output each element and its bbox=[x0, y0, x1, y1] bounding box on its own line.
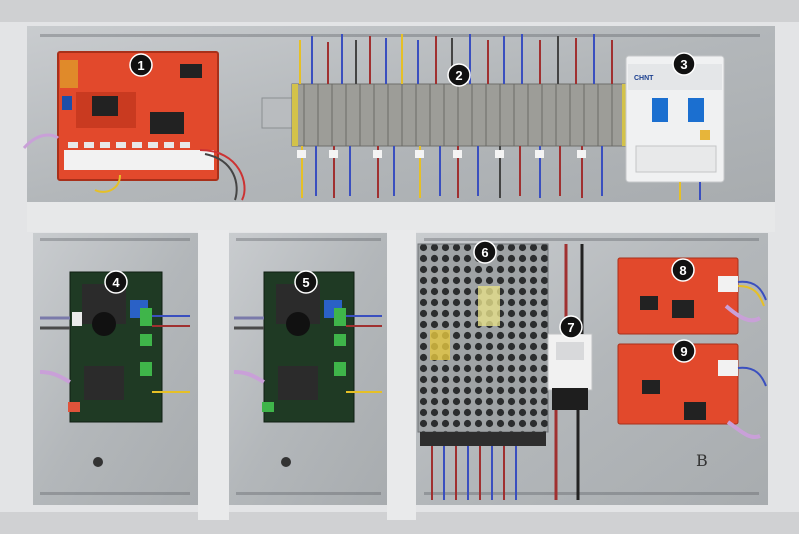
marker-4-label: 4 bbox=[112, 275, 120, 290]
marker-2: 2 bbox=[447, 63, 471, 87]
marker-6-label: 6 bbox=[481, 245, 488, 260]
marker-8-label: 8 bbox=[679, 263, 686, 278]
emi-filter bbox=[547, 244, 593, 500]
terminal-block-strip bbox=[291, 34, 633, 198]
marker-9: 9 bbox=[672, 339, 696, 363]
marker-5: 5 bbox=[294, 270, 318, 294]
marker-3-label: 3 bbox=[680, 57, 687, 72]
marker-4: 4 bbox=[104, 270, 128, 294]
marker-1-label: 1 bbox=[137, 58, 144, 73]
marker-3: 3 bbox=[672, 52, 696, 76]
motion-controller-board bbox=[22, 51, 246, 201]
marker-2-label: 2 bbox=[455, 68, 462, 83]
circuit-breaker: CHNT bbox=[625, 55, 725, 200]
switching-power-supply bbox=[417, 243, 549, 500]
handwritten-panel-mark: B bbox=[696, 451, 708, 470]
marker-5-label: 5 bbox=[302, 275, 309, 290]
stepper-driver-board-4 bbox=[39, 271, 190, 467]
marker-7-label: 7 bbox=[567, 320, 574, 335]
marker-6: 6 bbox=[473, 240, 497, 264]
marker-8: 8 bbox=[671, 258, 695, 282]
breaker-brand-label: CHNT bbox=[634, 75, 654, 82]
marker-9-label: 9 bbox=[680, 344, 687, 359]
marker-1: 1 bbox=[129, 53, 153, 77]
encoder-interface-board-8 bbox=[617, 257, 767, 335]
marker-7: 7 bbox=[559, 315, 583, 339]
encoder-interface-board-9 bbox=[617, 343, 767, 439]
